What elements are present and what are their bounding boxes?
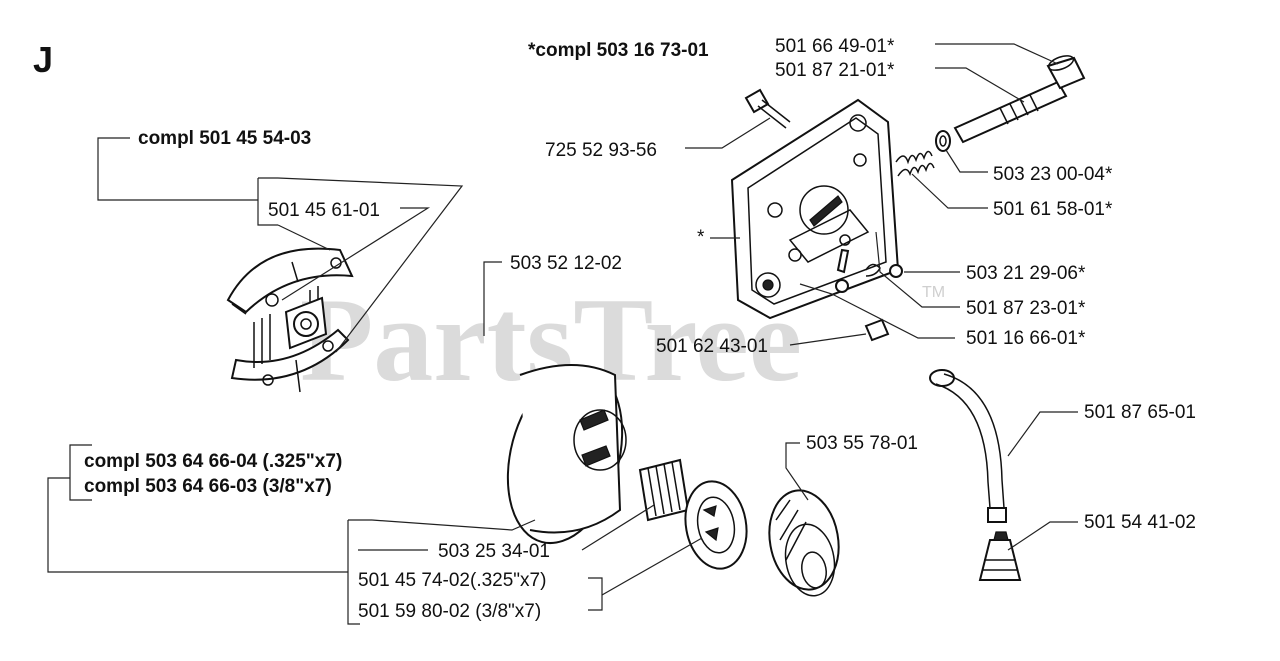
drive-sprocket-rim[interactable] [679,476,753,573]
oil-pump-small-screw[interactable] [889,264,903,278]
label-501-87-21-01: 501 87 21-01* [775,60,895,81]
oil-pump-washer[interactable] [935,130,951,152]
label-501-59-80-02: 501 59 80-02 (3/8"x7) [358,601,541,622]
leader-lines [47,43,1078,625]
label-501-61-58-01: 501 61 58-01* [993,199,1113,220]
label-compl-clutch: compl 501 45 54-03 [138,128,311,149]
oil-pump-housing[interactable] [730,98,900,320]
label-503-23-00-04: 503 23 00-04* [993,164,1113,185]
label-503-21-29-06: 503 21 29-06* [966,263,1086,284]
clutch-assembly[interactable] [226,247,354,393]
oil-pump-bolt[interactable] [744,88,791,129]
section-letter: J [33,39,53,80]
label-725-52-93-56: 725 52 93-56 [545,140,657,161]
oil-pump-spring[interactable] [895,150,935,177]
oil-pump-nozzle[interactable] [864,318,890,342]
oil-pump-adjust-screw[interactable] [835,248,850,293]
oil-hose[interactable] [929,369,1007,523]
label-501-45-74-02: 501 45 74-02(.325"x7) [358,570,546,591]
label-asterisk: * [697,227,705,248]
oil-pump-piston[interactable] [953,80,1068,144]
label-501-66-49-01: 501 66 49-01* [775,36,895,57]
label-501-16-66-01: 501 16 66-01* [966,328,1086,349]
sprocket-wheel[interactable] [762,485,846,600]
label-501-45-61-01: 501 45 61-01 [268,200,380,221]
label-501-62-43-01: 501 62 43-01 [656,336,768,357]
needle-bearing[interactable] [638,458,690,522]
label-compl-oil-pump: *compl 503 16 73-01 [528,40,709,61]
label-compl-drum-38: compl 503 64 66-03 (3/8"x7) [84,476,332,497]
clutch-drum[interactable] [490,354,641,556]
oil-pump-cap[interactable] [1046,53,1086,90]
label-compl-drum-325: compl 503 64 66-04 (.325"x7) [84,451,342,472]
label-501-54-41-02: 501 54 41-02 [1084,512,1196,533]
label-501-87-65-01: 501 87 65-01 [1084,402,1196,423]
oil-filter[interactable] [978,531,1022,581]
label-503-52-12-02: 503 52 12-02 [510,253,622,274]
trademark-mark: TM [922,284,945,301]
label-503-25-34-01: 503 25 34-01 [438,541,550,562]
label-501-87-23-01: 501 87 23-01* [966,298,1086,319]
label-503-55-78-01: 503 55 78-01 [806,433,918,454]
